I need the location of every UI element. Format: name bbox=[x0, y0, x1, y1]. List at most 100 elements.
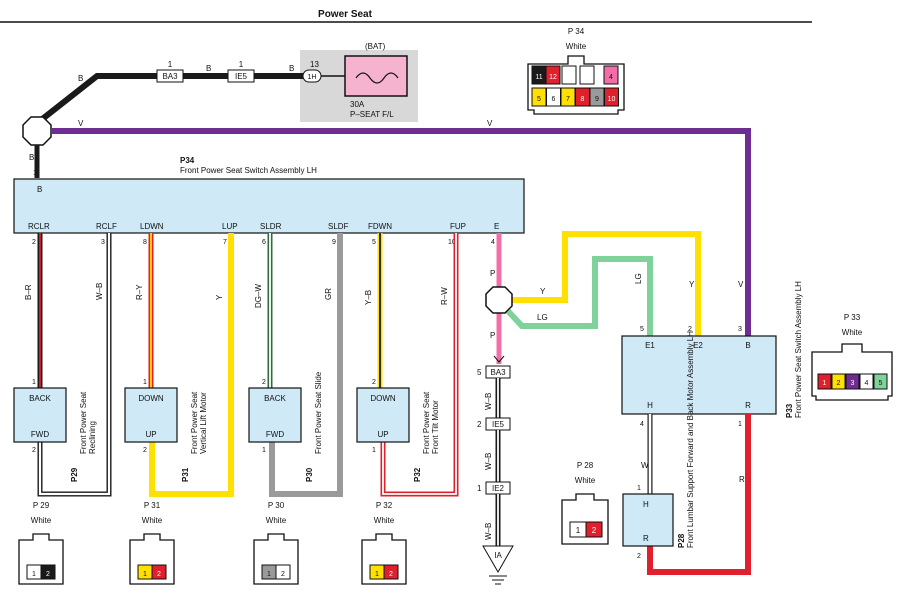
motor-conn-color: White bbox=[266, 516, 287, 525]
p34-pin-fup: 10 bbox=[448, 239, 456, 246]
p33-pin-top: 5 bbox=[640, 326, 644, 333]
motor-id: P30 bbox=[305, 467, 314, 482]
p34-term-sldr: SLDR bbox=[260, 222, 282, 231]
motor-conn-cell bbox=[151, 564, 167, 580]
wire-wb-loop-core bbox=[37, 233, 112, 497]
p33-conn-cell bbox=[845, 373, 860, 390]
p33-term-e1: E1 bbox=[645, 341, 655, 350]
connector-ie5-pin: 2 bbox=[477, 420, 482, 429]
p33-conn-shell bbox=[811, 343, 893, 401]
wire-rw-stripe bbox=[382, 233, 457, 495]
motor-conn-pin: 2 bbox=[281, 571, 285, 578]
p33-name: Front Power Seat Switch Assembly LH bbox=[794, 281, 803, 418]
p33-conn-label: P 33 bbox=[844, 313, 861, 322]
wire-rw-core bbox=[380, 233, 459, 497]
fuse-amp: 30A bbox=[350, 100, 365, 109]
p34-conn-pin: 7 bbox=[566, 96, 570, 103]
motor-pin-top: 2 bbox=[262, 379, 266, 386]
motor-conn-pin: 1 bbox=[375, 571, 379, 578]
p34-top-pin: 1 bbox=[33, 170, 37, 177]
wire-label-p-1: P bbox=[490, 269, 495, 278]
wire-label-b-3: B bbox=[289, 64, 294, 73]
p33-conn-pin: 1 bbox=[823, 380, 827, 387]
p28-connector-face: P 28 White 1 2 bbox=[561, 461, 609, 545]
fuse-block: (BAT) 30A P–SEAT F/L 13 1H bbox=[300, 42, 418, 122]
p34-pin-sldf: 9 bbox=[332, 239, 336, 246]
motor-box bbox=[356, 387, 410, 443]
p28-box bbox=[622, 493, 674, 547]
motor-conn-label: P 32 bbox=[376, 501, 393, 510]
wire-label-ry: R–Y bbox=[135, 284, 144, 300]
p28-conn-pin-2: 2 bbox=[592, 526, 597, 535]
fuse-symbol bbox=[355, 72, 399, 84]
motor-conn-label: P 30 bbox=[268, 501, 285, 510]
motor-box bbox=[248, 387, 302, 443]
motor-name-2: Front Tilt Motor bbox=[431, 400, 440, 454]
connector-ba3-top-label: BA3 bbox=[162, 72, 178, 81]
p34-switch: P34 Front Power Seat Switch Assembly LH … bbox=[13, 156, 525, 246]
p34-pin-ldwn: 8 bbox=[143, 239, 147, 246]
p34-conn-cell bbox=[604, 87, 619, 107]
motor-top-term: DOWN bbox=[138, 394, 164, 403]
motor-id: P29 bbox=[70, 467, 79, 482]
motor-conn-label: P 29 bbox=[33, 501, 50, 510]
p33-pin-bot: 4 bbox=[640, 421, 644, 428]
p34-conn-pin: 5 bbox=[537, 96, 541, 103]
p34-id: P34 bbox=[180, 156, 195, 165]
connector-ie2-pin: 1 bbox=[477, 484, 482, 493]
p34-conn-cell bbox=[603, 65, 619, 85]
wire-y-lup bbox=[149, 233, 234, 497]
motor-pin-top: 1 bbox=[143, 379, 147, 386]
motor-bottom-term: UP bbox=[377, 430, 388, 439]
p34-pin-sldr: 6 bbox=[262, 239, 266, 246]
connector-ie2-label: IE2 bbox=[492, 484, 505, 493]
p34-conn-cell bbox=[561, 65, 577, 85]
p33-term-e2: E2 bbox=[693, 341, 703, 350]
p34-name: Front Power Seat Switch Assembly LH bbox=[180, 166, 317, 175]
motor-conn-cell bbox=[383, 564, 399, 580]
p34-conn-label: P 34 bbox=[568, 27, 585, 36]
motor-name: Front Power Seat bbox=[190, 391, 199, 454]
p34-term-fup: FUP bbox=[450, 222, 466, 231]
motor-top-term: BACK bbox=[29, 394, 51, 403]
wire-label-rw: R–W bbox=[440, 287, 449, 305]
wire-label-v-3: V bbox=[738, 280, 744, 289]
p28-motor: H R 1 2 P28 Front Lumbar Support Forward… bbox=[622, 331, 695, 560]
p33-conn-cell bbox=[831, 373, 846, 390]
wire-b-feed bbox=[33, 73, 303, 131]
motor-conn-cell bbox=[275, 564, 291, 580]
wire-label-lg-2: LG bbox=[634, 273, 643, 284]
motor-conn-pin: 2 bbox=[46, 571, 50, 578]
p28-conn-cell-2 bbox=[585, 521, 603, 538]
motor-conn-pin: 2 bbox=[157, 571, 161, 578]
wire-label-gr: GR bbox=[324, 288, 333, 300]
p33-conn-pin: 2 bbox=[837, 380, 841, 387]
p28-bottom-term: R bbox=[643, 534, 649, 543]
p33-pin-top: 2 bbox=[688, 326, 692, 333]
p33-pin-bot: 1 bbox=[738, 421, 742, 428]
p33-term-b: B bbox=[745, 341, 750, 350]
connector-ba3-pin: 5 bbox=[477, 368, 482, 377]
p33-conn-pin: 4 bbox=[865, 380, 869, 387]
p34-conn-color: White bbox=[566, 42, 587, 51]
p34-box bbox=[13, 178, 525, 234]
wire-label-y-2: Y bbox=[540, 287, 546, 296]
ground-label: IA bbox=[494, 551, 502, 560]
p34-conn-pin: 6 bbox=[552, 96, 556, 103]
p34-conn-pin: 12 bbox=[549, 74, 557, 81]
motor-bottom-term: FWD bbox=[31, 430, 49, 439]
motor-conn-color: White bbox=[142, 516, 163, 525]
motor-top-term: BACK bbox=[264, 394, 286, 403]
bat-label: (BAT) bbox=[365, 42, 386, 51]
wire-label-w: W bbox=[641, 461, 649, 470]
wire-label-y-3: Y bbox=[689, 280, 695, 289]
p28-conn-label: P 28 bbox=[577, 461, 594, 470]
